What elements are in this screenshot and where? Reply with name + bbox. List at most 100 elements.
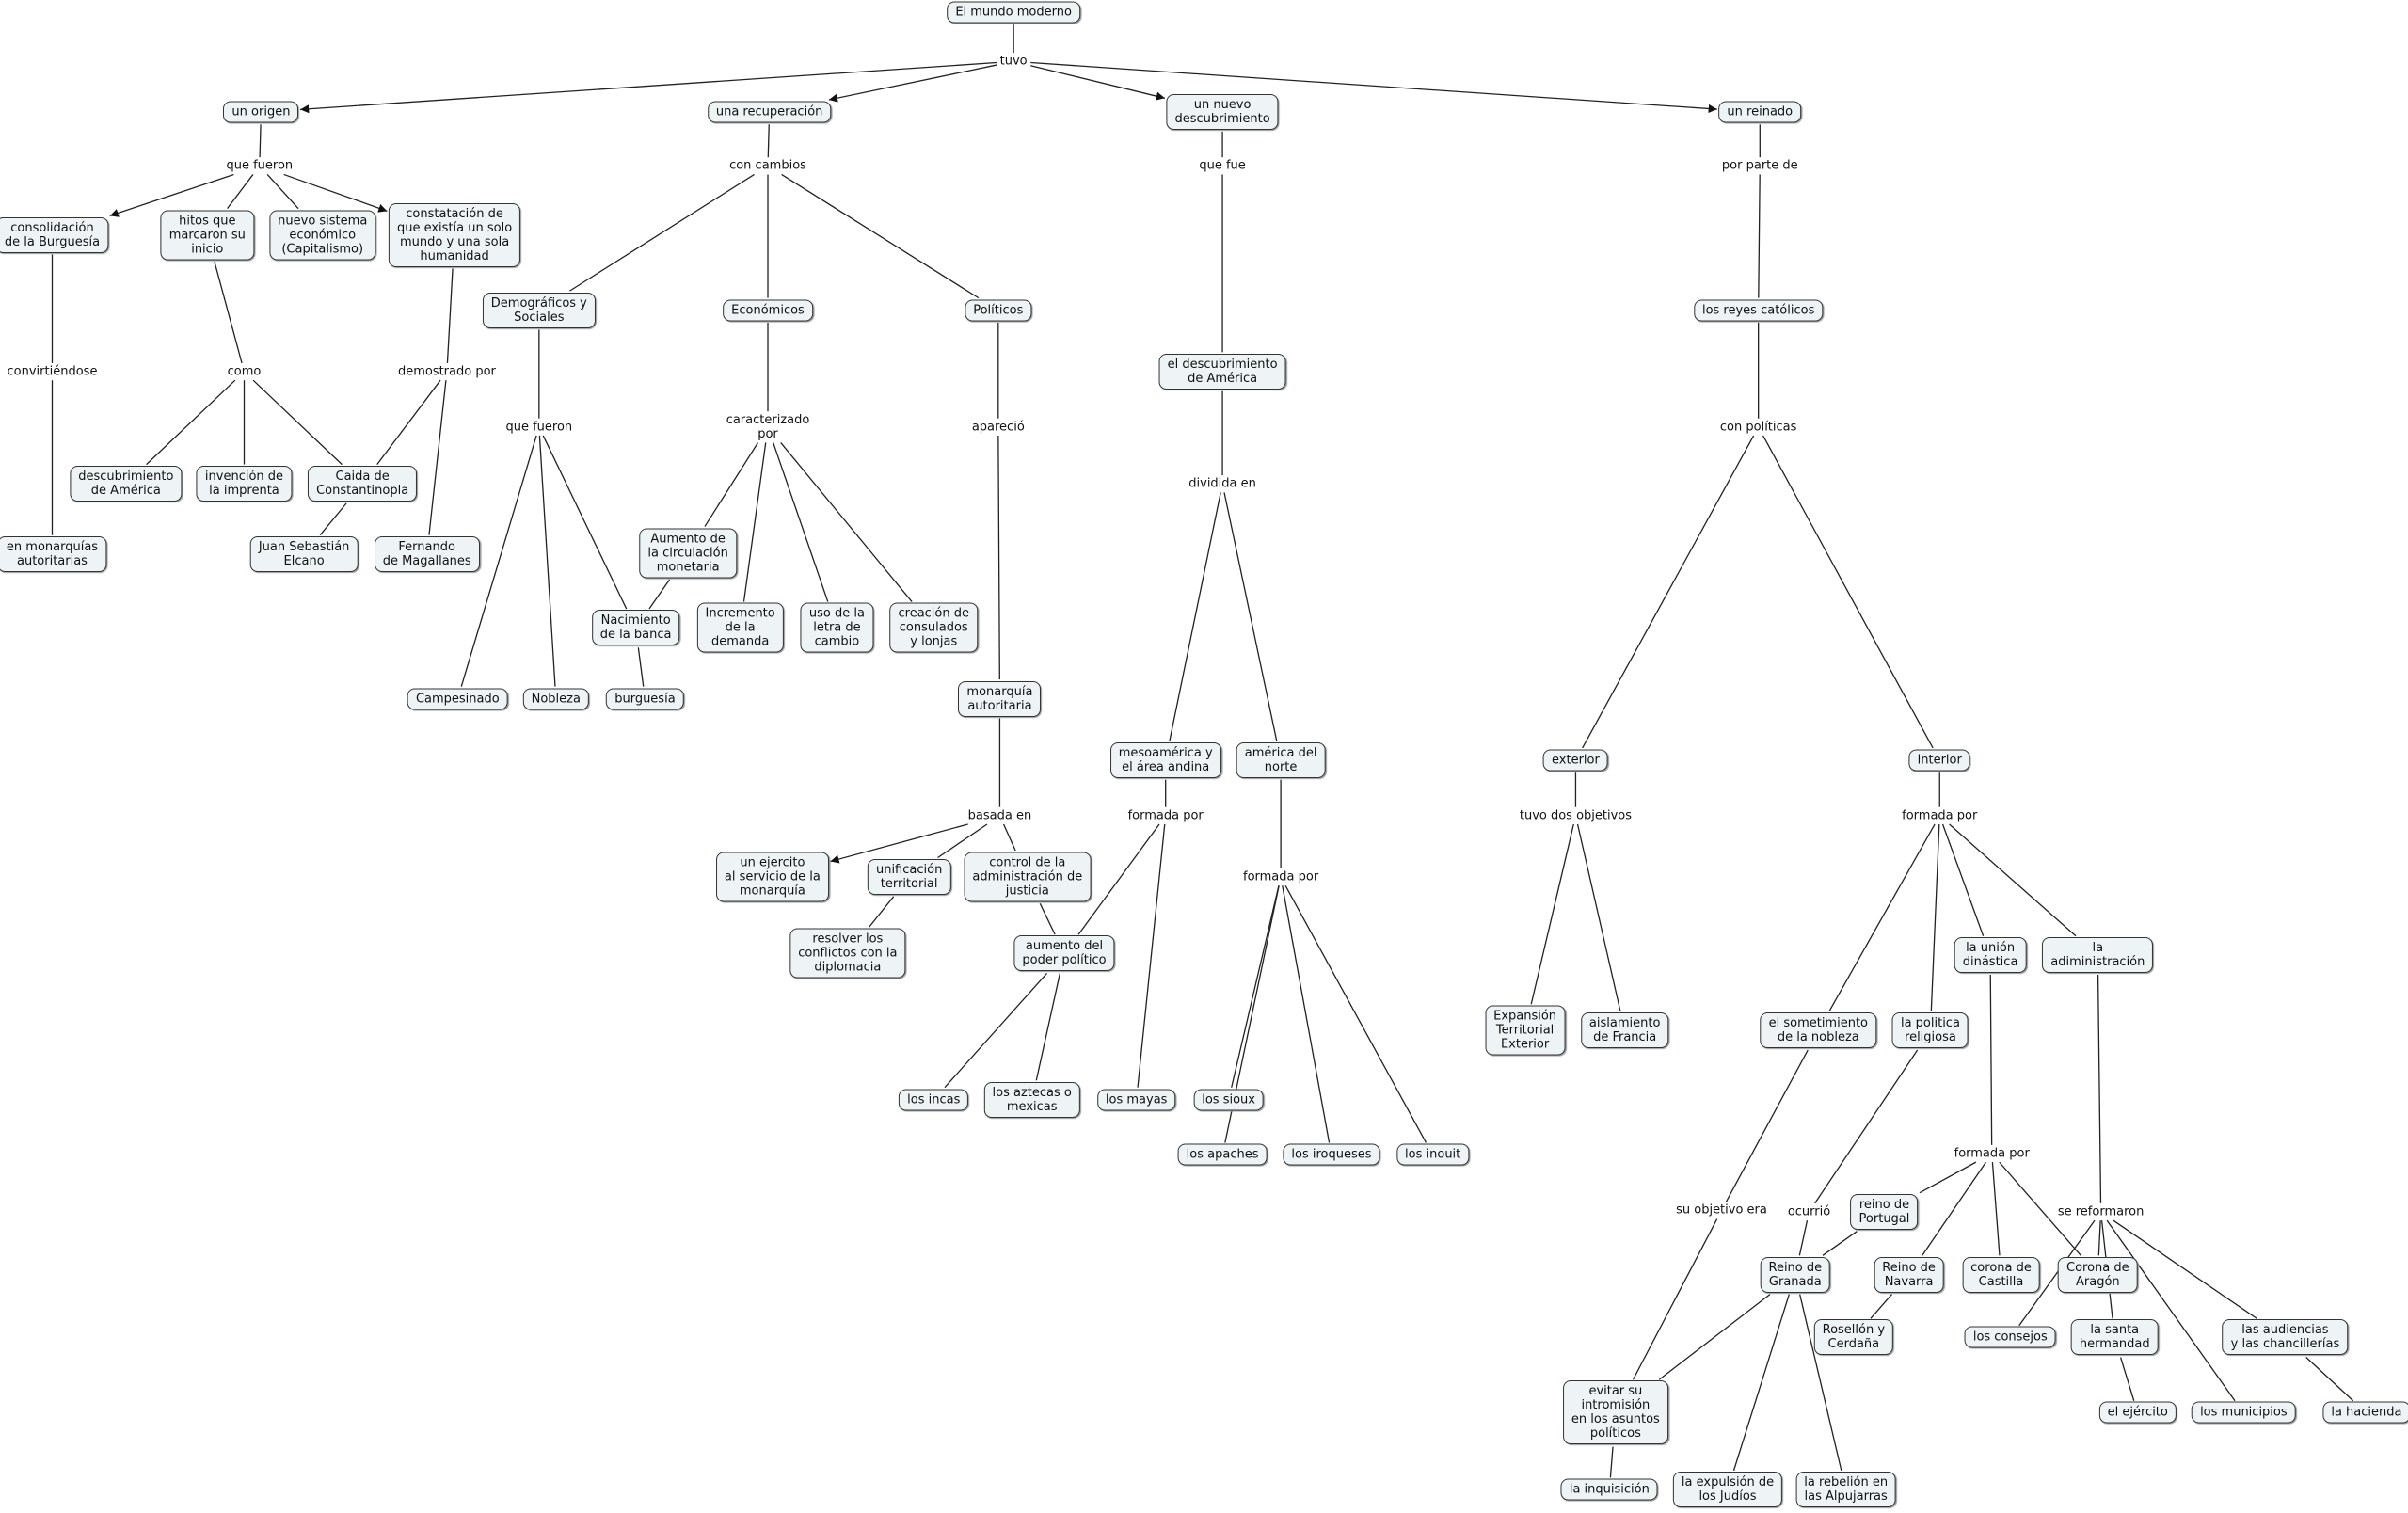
concept-aumento-de-la-circulacion-monetaria[interactable]: Aumento de la circulación monetaria [639, 528, 737, 579]
concept-los-reyes-catolicos[interactable]: los reyes católicos [1693, 299, 1824, 322]
connector-line [1949, 823, 2077, 937]
concept-economicos[interactable]: Económicos [723, 299, 813, 322]
linking-phrase-formada-por: formada por [1125, 808, 1205, 823]
concept-las-audiencias-y-las-chancillerias[interactable]: las audiencias y las chancillerías [2222, 1319, 2349, 1356]
concept-aislamiento-de-francia[interactable]: aislamiento de Francia [1580, 1012, 1669, 1049]
concept-los-sioux[interactable]: los sioux [1193, 1089, 1264, 1111]
concept-un-origen[interactable]: un origen [223, 101, 299, 123]
concept-exterior[interactable]: exterior [1543, 749, 1608, 772]
concept-reino-de-portugal[interactable]: reino de Portugal [1850, 1193, 1919, 1230]
connector-line [146, 379, 236, 466]
linking-phrase-demostrado-por: demostrado por [395, 364, 498, 379]
concept-la-adiministracion[interactable]: la adiministración [2042, 937, 2154, 974]
concept-resolver-los-conflictos-con-la-diplomaci[interactable]: resolver los conflictos con la diplomaci… [789, 928, 906, 979]
concept-constatacion-de-que-existia-un-solo-mund[interactable]: constatación de que existía un solo mund… [388, 202, 521, 267]
concept-los-consejos[interactable]: los consejos [1964, 1326, 2056, 1348]
concept-corona-de-castilla[interactable]: corona de Castilla [1962, 1256, 2040, 1293]
linking-phrase-que-fueron: que fueron [503, 420, 575, 435]
concept-creacion-de-consulados-y-lonjas[interactable]: creación de consulados y lonjas [889, 602, 979, 653]
concept-evitar-su-intromision-en-los-asuntos-pol[interactable]: evitar su intromisión en los asuntos pol… [1562, 1380, 1668, 1445]
linking-phrase-aparecio: apareció [969, 420, 1027, 435]
connector-line [1822, 1231, 1858, 1256]
connector-line [997, 435, 1000, 680]
concept-la-inquisicion[interactable]: la inquisición [1560, 1478, 1658, 1501]
concept-el-mundo-moderno[interactable]: El mundo moderno [947, 1, 1080, 24]
concept-un-nuevo-descubrimiento[interactable]: un nuevo descubrimiento [1166, 94, 1279, 131]
connector-line [648, 579, 671, 610]
concept-los-incas[interactable]: los incas [899, 1089, 969, 1111]
concept-la-expulsion-de-los-judios[interactable]: la expulsión de los Judíos [1672, 1472, 1783, 1508]
concept-el-descubrimiento-de-america[interactable]: el descubrimiento de América [1158, 353, 1286, 390]
connector-line [319, 502, 347, 536]
concept-los-inouit[interactable]: los inouit [1396, 1143, 1470, 1166]
concept-nuevo-sistema-economico-capitalismo[interactable]: nuevo sistema económico (Capitalismo) [269, 210, 376, 261]
connector-line [868, 896, 895, 929]
connector-line [2018, 1219, 2096, 1327]
connector-line [781, 173, 980, 299]
connector-line [1828, 823, 1936, 1012]
connector-line [252, 379, 343, 466]
concept-caida-de-constantinopla[interactable]: Caida de Constantinopla [308, 466, 418, 502]
concept-los-mayas[interactable]: los mayas [1096, 1089, 1176, 1111]
connector-line [1989, 975, 1993, 1145]
concept-unificacion-territorial[interactable]: unificación territorial [867, 858, 951, 895]
linking-phrase-convirtiendose: convirtiéndose [5, 364, 100, 379]
connector-line [1284, 884, 1427, 1143]
concept-burguesia[interactable]: burguesía [606, 688, 684, 710]
concept-consolidacion-de-la-burguesia[interactable]: consolidación de la Burguesía [0, 216, 109, 253]
connector-line [376, 379, 441, 465]
concept-una-recuperacion[interactable]: una recuperación [707, 101, 832, 123]
concept-campesinado[interactable]: Campesinado [407, 688, 508, 710]
concept-en-monarquias-autoritarias[interactable]: en monarquías autoritarias [0, 536, 107, 573]
connector-line [259, 124, 262, 158]
linking-phrase-que-fueron: que fueron [224, 158, 295, 173]
concept-aumento-del-poder-politico[interactable]: aumento del poder político [1013, 935, 1115, 972]
connector-line [1991, 1162, 2001, 1256]
concept-control-de-la-administracion-de-justicia[interactable]: control de la administración de justicia [964, 852, 1092, 902]
concept-nacimiento-de-la-banca[interactable]: Nacimiento de la banca [591, 610, 680, 646]
concept-el-sometimiento-de-la-nobleza[interactable]: el sometimiento de la nobleza [1760, 1012, 1876, 1049]
concept-expansion-territorial-exterior[interactable]: Expansión Territorial Exterior [1485, 1005, 1566, 1056]
linking-phrase-que-fue: que fue [1197, 158, 1248, 173]
concept-la-santa-hermandad[interactable]: la santa hermandad [2070, 1319, 2159, 1356]
concept-uso-de-la-letra-de-cambio[interactable]: uso de la letra de cambio [800, 602, 873, 653]
concept-descubrimiento-de-america[interactable]: descubrimiento de América [70, 466, 183, 502]
concept-los-apaches[interactable]: los apaches [1177, 1143, 1268, 1166]
linking-phrase-como: como [225, 364, 263, 379]
concept-el-ejercito[interactable]: el ejército [2098, 1401, 2177, 1424]
connector-line [1223, 492, 1278, 741]
concept-invencion-de-la-imprenta[interactable]: invención de la imprenta [196, 466, 293, 502]
concept-nobleza[interactable]: Nobleza [522, 688, 589, 710]
concept-juan-sebastian-elcano[interactable]: Juan Sebastián Elcano [249, 536, 359, 573]
concept-mesoamerica-y-el-area-andina[interactable]: mesoamérica y el área andina [1109, 741, 1221, 778]
concept-monarquia-autoritaria[interactable]: monarquía autoritaria [958, 680, 1042, 717]
concept-rosellon-y-cerdana[interactable]: Rosellón y Cerdaña [1813, 1319, 1894, 1356]
concept-reino-de-navarra[interactable]: Reino de Navarra [1874, 1256, 1944, 1293]
concept-la-politica-religiosa[interactable]: la politica religiosa [1891, 1012, 1969, 1049]
concept-un-ejercito-al-servicio-de-la-monarquia[interactable]: un ejercito al servicio de la monarquía [715, 852, 829, 902]
connector-line [542, 435, 628, 610]
concept-los-municipios[interactable]: los municipios [2192, 1401, 2296, 1424]
connector-line [1632, 1218, 1718, 1380]
linking-phrase-ocurrio: ocurrió [1785, 1204, 1833, 1219]
concept-los-iroqueses[interactable]: los iroqueses [1283, 1143, 1380, 1166]
concept-politicos[interactable]: Políticos [965, 299, 1032, 322]
concept-la-hacienda[interactable]: la hacienda [2322, 1401, 2408, 1424]
connector-line [1919, 1161, 1977, 1194]
concept-incremento-de-la-demanda[interactable]: Incremento de la demanda [696, 602, 784, 653]
connector-line [428, 380, 447, 535]
concept-interior[interactable]: interior [1908, 749, 1970, 772]
concept-corona-de-aragon[interactable]: Corona de Aragón [2058, 1256, 2138, 1293]
concept-reino-de-granada[interactable]: Reino de Granada [1760, 1256, 1831, 1293]
concept-hitos-que-marcaron-su-inicio[interactable]: hitos que marcaron su inicio [160, 210, 254, 261]
connector-line [742, 442, 767, 602]
concept-america-del-norte[interactable]: américa del norte [1236, 741, 1326, 778]
concept-un-reinado[interactable]: un reinado [1718, 101, 1802, 123]
concept-los-aztecas-o-mexicas[interactable]: los aztecas o mexicas [983, 1081, 1080, 1118]
concept-demograficos-y-sociales[interactable]: Demográficos y Sociales [482, 292, 596, 328]
concept-la-rebelion-en-las-alpujarras[interactable]: la rebelión en las Alpujarras [1795, 1472, 1897, 1508]
concept-la-union-dinastica[interactable]: la unión dinástica [1954, 937, 2027, 974]
linking-phrase-formada-por: formada por [1900, 808, 1980, 823]
concept-fernando-de-magallanes[interactable]: Fernando de Magallanes [374, 536, 480, 573]
